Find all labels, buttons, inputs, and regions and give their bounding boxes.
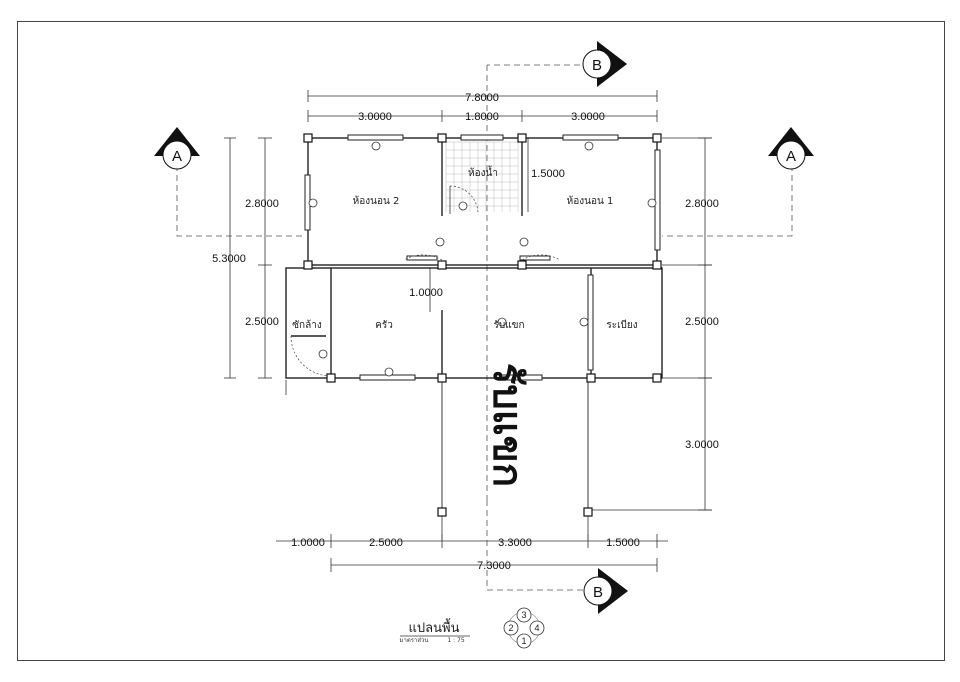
room-living: รับแขก [493,320,524,331]
dim-bottom-total: 7.3000 [477,560,511,572]
title-text: แปลนพื้น [409,618,460,636]
dim-top-left: 3.0000 [358,111,392,123]
scale-label: มาตราส่วน [400,637,429,644]
section-label-b-bottom: B [593,584,603,601]
section-marker-a-right: A [768,127,814,170]
room-laundry: ซักล้าง [292,319,322,331]
view-key-symbol: 3 2 4 1 [503,607,545,649]
dim-bottom-c: 3.3000 [498,537,532,549]
key-label-top: 3 [521,610,526,620]
dim-left-lower: 2.5000 [245,316,279,328]
column [437,260,447,270]
column [652,133,662,143]
room-bedroom-2: ห้องนอน 2 [353,195,400,207]
section-marker-a-left: A [154,127,200,170]
section-label-a-left: A [172,148,182,165]
room-bathroom: ห้องน้ำ [468,165,498,179]
section-label-b-top: B [592,57,602,74]
dim-top-right: 3.0000 [571,111,605,123]
scale-value: 1 : 75 [447,637,464,644]
dim-bottom-d: 1.5000 [606,537,640,549]
fixture-symbol [435,237,445,247]
drawing-title: แปลนพื้น มาตราส่วน 1 : 75 [400,618,470,644]
column [586,373,596,383]
columns [303,133,662,517]
column [437,373,447,383]
fixture-symbol [371,141,381,151]
dim-top-mid: 1.8000 [465,111,499,123]
dim-bath-depth: 1.5000 [531,168,565,180]
dim-right-lower: 2.5000 [685,316,719,328]
section-marker-b-bottom: B [583,568,628,614]
fixture-symbol [458,201,468,211]
column [652,260,662,270]
fixture-symbol [497,317,507,327]
fixture-symbol [308,198,318,208]
room-terrace: ระเบียง [606,319,637,331]
fixture-symbol [584,141,594,151]
column [437,133,447,143]
room-kitchen: ครัว [375,320,393,331]
column [652,373,662,383]
room-bedroom-1: ห้องนอน 1 [567,195,614,207]
light-fixtures [308,141,657,377]
column [517,260,527,270]
doors [290,185,561,377]
key-label-right: 4 [534,623,539,633]
dim-left-upper: 2.8000 [245,198,279,210]
drawing-frame [17,21,945,661]
section-marker-b-top: B [582,41,627,87]
column [303,260,313,270]
fixture-symbol [384,367,394,377]
column [437,507,447,517]
column [303,133,313,143]
fixture-symbol [647,198,657,208]
dim-inner-gap: 1.0000 [409,287,443,299]
bathroom-tile-grid [445,141,519,212]
key-label-left: 2 [508,623,513,633]
room-labels: ห้องนอน 2 ห้องน้ำ ห้องนอน 1 ซักล้าง ครัว… [292,165,637,331]
dim-right-porch: 3.0000 [685,439,719,451]
dim-top-total: 7.8000 [465,92,499,104]
dimension-lines [224,90,712,572]
dim-bottom-b: 2.5000 [369,537,403,549]
fixture-symbol [318,349,328,359]
dim-bottom-a: 1.0000 [291,537,325,549]
column [517,133,527,143]
porch-label: รับแขก [484,363,530,487]
fixture-symbol [579,317,589,327]
key-label-bottom: 1 [521,636,526,646]
section-label-a-right: A [786,148,796,165]
dim-right-upper: 2.8000 [685,198,719,210]
dimension-labels: 7.8000 3.0000 1.8000 3.0000 2.8000 5.300… [212,92,719,572]
dim-left-total: 5.3000 [212,253,246,265]
column [326,373,336,383]
column [583,507,593,517]
fixture-symbol [519,237,529,247]
